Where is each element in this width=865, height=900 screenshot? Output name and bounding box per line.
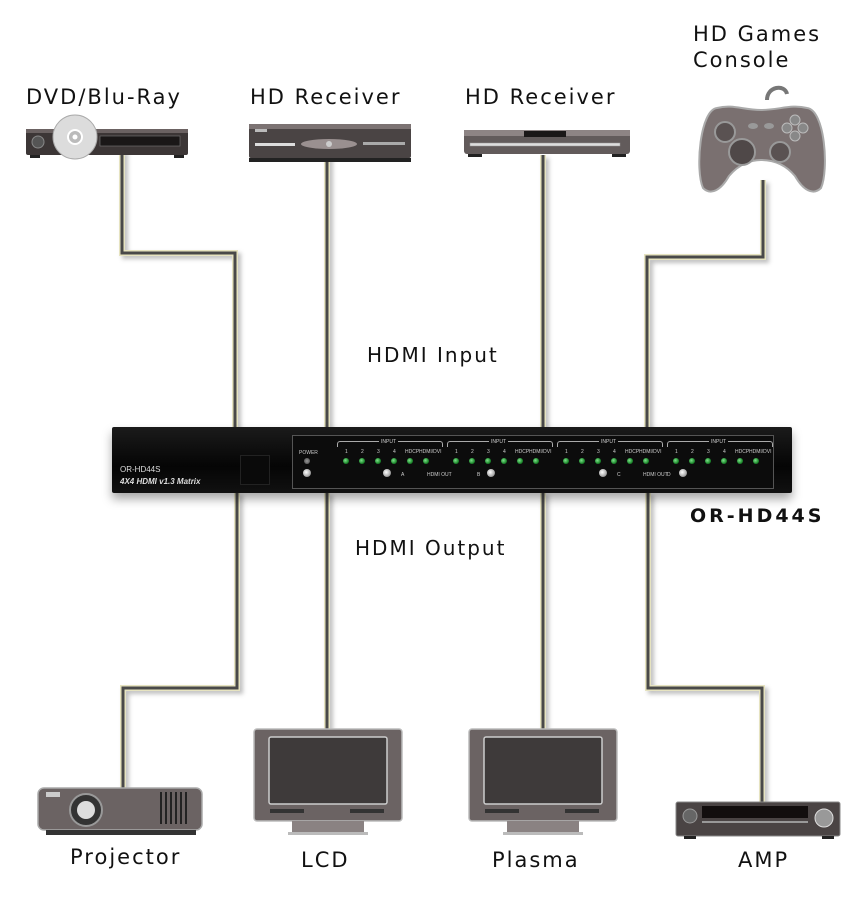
cable-dvd (119, 150, 238, 430)
receiver-icon (464, 130, 630, 157)
led-label: HDMI/DVI (749, 449, 772, 455)
power-led (304, 458, 310, 464)
input-group-b: INPUT 1 2 3 4 HDCP HDMI/DVI B (445, 436, 555, 488)
source-label-console-line1: HD Games (693, 22, 822, 46)
led-label: HDMI/DVI (419, 449, 442, 455)
input-label: INPUT (489, 439, 508, 445)
led-label: HDCP (515, 449, 530, 455)
led-label: HDMI/DVI (639, 449, 662, 455)
led-input-1 (343, 458, 349, 464)
led-label: 2 (581, 449, 584, 455)
led-input-3 (375, 458, 381, 464)
receiver-icon (249, 124, 411, 162)
led-label: HDCP (735, 449, 750, 455)
hdmi-input-label: HDMI Input (367, 343, 499, 367)
led-label: HDCP (405, 449, 420, 455)
input-group-d: INPUT 1 2 3 4 HDCP HDMI/DVI D (665, 436, 775, 488)
source-label-console-line2: Console (693, 48, 791, 72)
matrix-subtitle: 4X4 HDMI v1.3 Matrix (120, 477, 201, 486)
led-label: HDMI/DVI (529, 449, 552, 455)
led-hdcp (627, 458, 633, 464)
matrix-model: OR-HD44S (120, 465, 161, 474)
led-input-2 (469, 458, 475, 464)
led-input-1 (673, 458, 679, 464)
hdmi-out-label: HDMI OUT (643, 472, 668, 478)
source-label-receiver-2: HD Receiver (465, 85, 617, 109)
source-label-receiver-1: HD Receiver (250, 85, 402, 109)
led-input-3 (705, 458, 711, 464)
power-label: POWER (299, 450, 318, 456)
sink-label-amp: AMP (738, 848, 790, 872)
led-label: HDCP (625, 449, 640, 455)
led-hdcp (737, 458, 743, 464)
led-input-2 (579, 458, 585, 464)
input-label: INPUT (379, 439, 398, 445)
output-label-c: C (617, 472, 621, 478)
projector-icon (37, 787, 203, 835)
led-label: 3 (597, 449, 600, 455)
led-hdcp (517, 458, 523, 464)
led-hdcp (407, 458, 413, 464)
select-button-d[interactable] (679, 469, 687, 477)
select-button-a[interactable] (383, 469, 391, 477)
output-label-a: A (401, 472, 405, 478)
led-label: 1 (455, 449, 458, 455)
sink-label-lcd: LCD (301, 848, 350, 872)
led-label: 4 (723, 449, 726, 455)
output-label-b: B (477, 472, 481, 478)
led-label: 1 (345, 449, 348, 455)
led-label: 3 (487, 449, 490, 455)
hdmi-output-label: HDMI Output (355, 536, 507, 560)
sink-label-projector: Projector (70, 845, 182, 869)
front-panel: POWER INPUT 1 2 3 4 HDCP HDMI/DVI A HDMI… (292, 435, 774, 489)
select-button-c[interactable] (599, 469, 607, 477)
led-label: 2 (361, 449, 364, 455)
led-input-3 (485, 458, 491, 464)
led-label: 4 (393, 449, 396, 455)
led-input-4 (721, 458, 727, 464)
led-label: 1 (675, 449, 678, 455)
led-label: 4 (503, 449, 506, 455)
led-input-4 (501, 458, 507, 464)
cable-projector (120, 492, 240, 790)
led-input-3 (595, 458, 601, 464)
power-button[interactable] (303, 469, 311, 477)
led-label: 1 (565, 449, 568, 455)
cable-games-console (644, 180, 766, 430)
led-hdmi-dvi (753, 458, 759, 464)
led-input-2 (359, 458, 365, 464)
sink-label-plasma: Plasma (492, 848, 580, 872)
select-button-b[interactable] (487, 469, 495, 477)
input-label: INPUT (599, 439, 618, 445)
gamepad-icon (698, 85, 826, 193)
led-input-4 (391, 458, 397, 464)
hdmi-matrix-switch: OR-HD44S 4X4 HDMI v1.3 Matrix POWER INPU… (112, 427, 792, 493)
lcd-tv-icon (253, 728, 403, 835)
input-group-a: INPUT 1 2 3 4 HDCP HDMI/DVI A HDMI OUT (335, 436, 452, 488)
led-label: 2 (691, 449, 694, 455)
input-group-c: INPUT 1 2 3 4 HDCP HDMI/DVI C HDMI OUT (555, 436, 668, 488)
led-input-1 (453, 458, 459, 464)
led-input-2 (689, 458, 695, 464)
led-input-4 (611, 458, 617, 464)
led-input-1 (563, 458, 569, 464)
hdmi-out-label: HDMI OUT (427, 472, 452, 478)
led-hdmi-dvi (643, 458, 649, 464)
amplifier-icon (675, 801, 841, 839)
cable-amp (645, 492, 765, 805)
led-label: 2 (471, 449, 474, 455)
led-label: 4 (613, 449, 616, 455)
led-label: 3 (707, 449, 710, 455)
led-hdmi-dvi (423, 458, 429, 464)
input-label: INPUT (709, 439, 728, 445)
dvd-player-icon (26, 114, 188, 160)
plasma-tv-icon (468, 728, 618, 835)
led-hdmi-dvi (533, 458, 539, 464)
model-label: OR-HD44S (690, 505, 825, 527)
ir-window (240, 455, 270, 485)
led-label: 3 (377, 449, 380, 455)
output-label-d: D (667, 472, 671, 478)
source-label-dvd: DVD/Blu-Ray (26, 85, 182, 109)
